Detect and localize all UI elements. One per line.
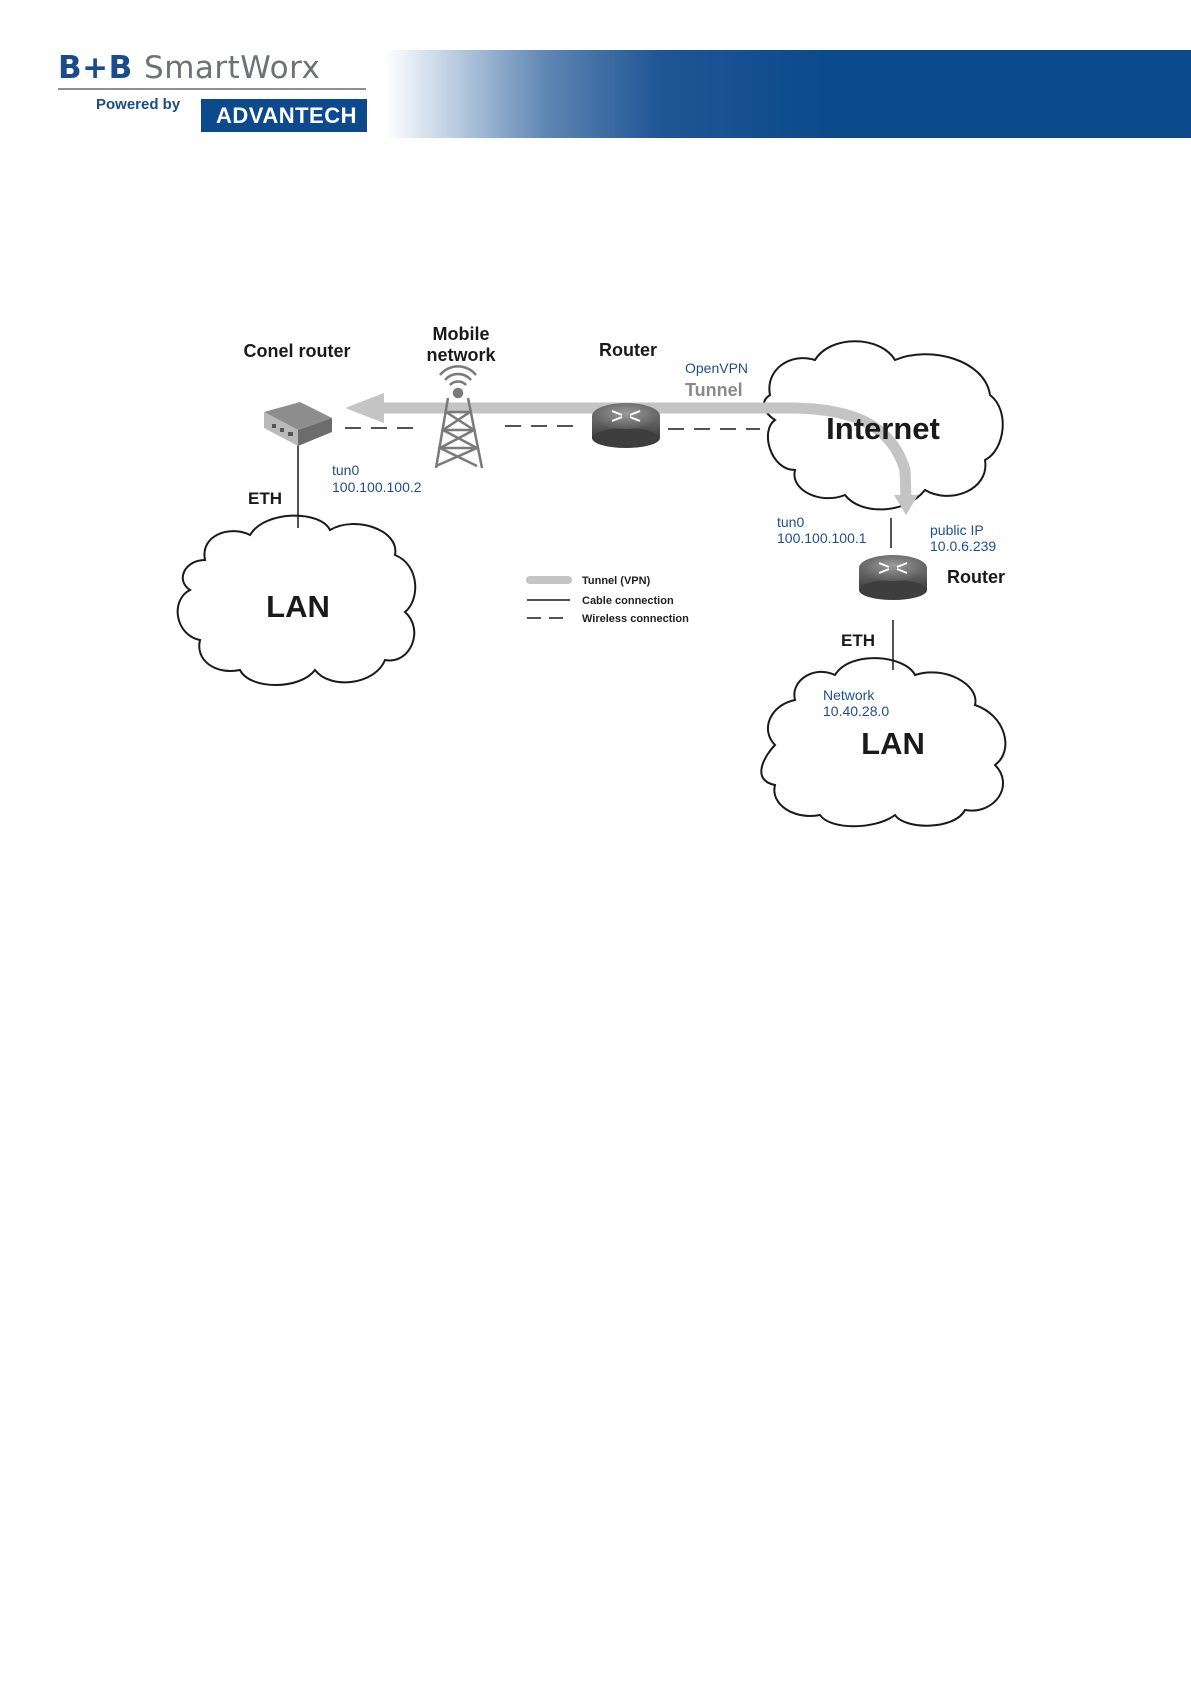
legend-cable-label: Cable connection <box>582 595 674 607</box>
router-top-icon <box>592 403 660 448</box>
openvpn-label: OpenVPN <box>685 360 748 376</box>
right-lan-label: LAN <box>861 726 925 761</box>
public-ip-label: public IP <box>930 522 984 538</box>
tunnel-label: Tunnel <box>685 380 743 400</box>
router-top-label: Router <box>599 340 657 360</box>
mobile-tower-icon <box>436 366 482 468</box>
legend: Tunnel (VPN) Cable connection Wireless c… <box>527 575 689 625</box>
conel-router-label: Conel router <box>243 341 350 361</box>
right-tun0-label: tun0 <box>777 514 804 530</box>
legend-tunnel-label: Tunnel (VPN) <box>582 575 651 587</box>
left-tun0-label: tun0 <box>332 462 359 478</box>
right-eth-label: ETH <box>841 631 875 650</box>
router-right-icon <box>859 555 927 600</box>
right-tun0-ip: 100.100.100.1 <box>777 530 867 546</box>
vpn-tunnel-arrowhead-left <box>345 393 384 423</box>
internet-label: Internet <box>826 411 940 446</box>
network-label: Network <box>823 687 875 703</box>
left-eth-label: ETH <box>248 489 282 508</box>
network-value: 10.40.28.0 <box>823 703 889 719</box>
conel-router-icon <box>264 402 332 446</box>
mobile-network-label-line2: network <box>426 345 496 365</box>
left-lan-label: LAN <box>266 589 330 624</box>
router-right-label: Router <box>947 567 1005 587</box>
legend-wireless-label: Wireless connection <box>582 613 689 625</box>
left-tun0-ip: 100.100.100.2 <box>332 479 422 495</box>
mobile-network-label-line1: Mobile <box>433 324 490 344</box>
public-ip-value: 10.0.6.239 <box>930 538 996 554</box>
